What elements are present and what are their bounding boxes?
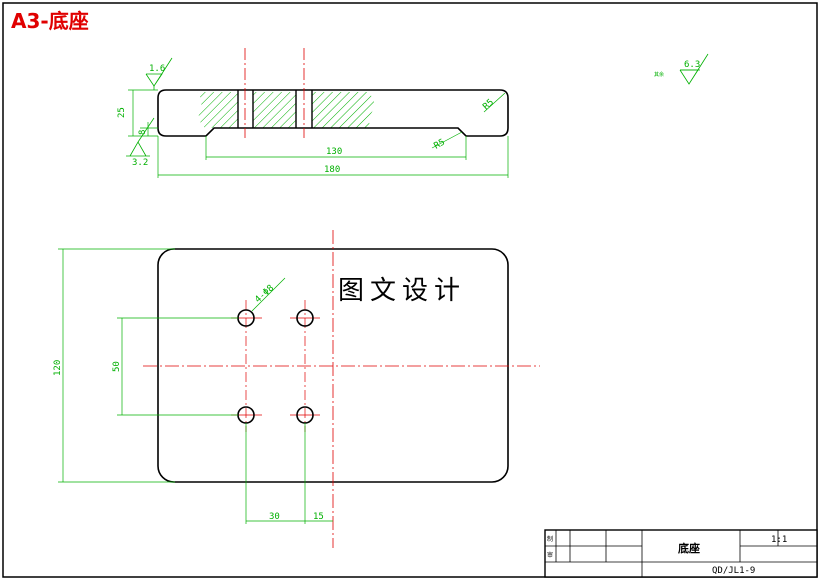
dim-length-130: 130 — [326, 147, 342, 157]
hole-top-right — [296, 309, 314, 327]
section-hatch-middle — [253, 92, 296, 128]
general-roughness: 其余 6.3 — [654, 53, 709, 85]
dim-spacing-50: 50 — [112, 361, 122, 372]
dim-step-8: 8 — [138, 130, 148, 135]
title-block-drawing-no: QD/JL1-9 — [712, 566, 755, 576]
section-hatch-right — [312, 92, 375, 128]
roughness-top-value: 1.6 — [149, 64, 165, 74]
watermark-text: 图文设计 — [338, 276, 466, 306]
hole-note: 4-Φ8 — [253, 283, 276, 305]
drawing-title: A3-底座 — [11, 9, 89, 33]
title-block-scale: 1:1 — [771, 535, 787, 545]
roughness-general-prefix: 其余 — [654, 71, 664, 78]
title-block-row2-label: 审 — [547, 551, 553, 559]
title-block: 制 审 底座 1:1 QD/JL1-9 — [544, 529, 818, 578]
roughness-bottom-value: 3.2 — [132, 158, 148, 168]
dim-length-180: 180 — [324, 165, 340, 175]
top-view: 4-Φ8 120 50 30 15 — [53, 230, 540, 548]
dim-height-25: 25 — [117, 107, 127, 118]
title-block-row1-label: 制 — [547, 535, 553, 543]
dim-height-120: 120 — [53, 360, 63, 376]
title-block-part-name: 底座 — [678, 541, 700, 555]
side-view: 25 8 1.6 3.2 130 180 R5 R5 — [117, 48, 509, 178]
roughness-symbol-bottom — [129, 117, 155, 157]
side-outline — [157, 89, 509, 137]
roughness-symbol-top — [145, 57, 173, 87]
dim-spacing-30: 30 — [269, 512, 280, 522]
roughness-general-value: 6.3 — [684, 60, 700, 70]
dim-radius-top: R5 — [481, 98, 496, 113]
dim-radius-bottom: R5 — [433, 138, 447, 152]
dim-offset-15: 15 — [313, 512, 324, 522]
section-hatch-left — [197, 92, 238, 128]
